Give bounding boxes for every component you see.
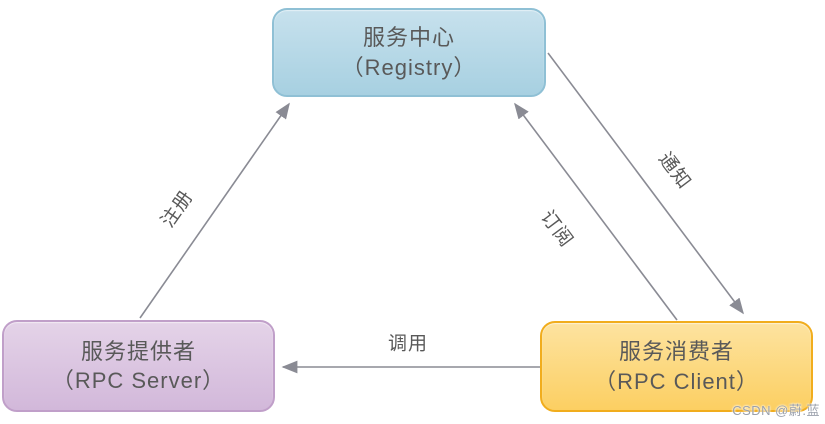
registry-subtitle: （Registry） xyxy=(341,54,477,80)
notify-edge-label: 通知 xyxy=(653,148,695,194)
consumer-title: 服务消费者 xyxy=(618,339,734,365)
watermark: CSDN @蔚.蓝 xyxy=(732,403,820,418)
consumer-subtitle: （RPC Client） xyxy=(594,368,759,394)
subscribe-arrow xyxy=(514,102,678,321)
registry-title: 服务中心 xyxy=(362,25,455,51)
consumer-node: 服务消费者 （RPC Client） xyxy=(540,321,813,412)
registry-node: 服务中心 （Registry） xyxy=(272,8,546,97)
provider-title: 服务提供者 xyxy=(80,338,196,364)
register-edge-label: 注册 xyxy=(157,186,198,232)
call-edge-label: 调用 xyxy=(387,333,429,355)
provider-node: 服务提供者 （RPC Server） xyxy=(2,320,275,412)
notify-arrow xyxy=(547,52,744,315)
subscribe-edge-label: 订阅 xyxy=(535,206,577,252)
provider-subtitle: （RPC Server） xyxy=(51,368,226,393)
